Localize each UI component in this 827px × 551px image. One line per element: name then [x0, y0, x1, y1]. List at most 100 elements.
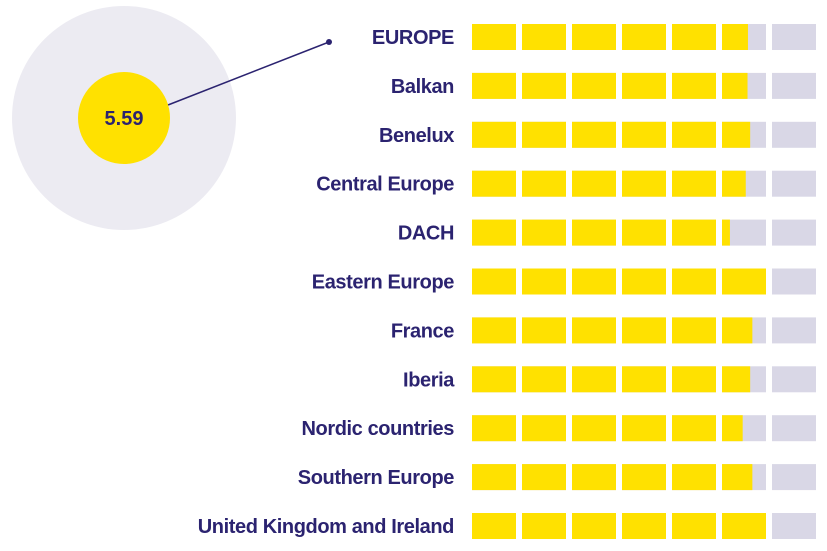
category-label: Balkan	[391, 76, 454, 98]
highlight-badge	[78, 72, 170, 164]
category-label: Central Europe	[316, 174, 454, 196]
segment-fill	[472, 464, 516, 491]
category-label: Southern Europe	[298, 467, 455, 489]
segment-fill	[522, 366, 566, 393]
segment-fill	[722, 464, 753, 491]
segment-fill	[572, 366, 616, 393]
segment-fill	[572, 464, 616, 491]
segment-track	[772, 219, 816, 246]
segment-fill	[622, 24, 666, 50]
segment-fill	[672, 72, 716, 99]
segment-fill	[672, 219, 716, 246]
category-label: France	[391, 320, 454, 342]
segment-track	[772, 121, 816, 148]
segment-fill	[522, 268, 566, 295]
segment-fill	[622, 219, 666, 246]
segment-track	[772, 415, 816, 442]
segment-fill	[472, 170, 516, 197]
segment-fill	[622, 170, 666, 197]
category-label: Eastern Europe	[312, 272, 454, 294]
segment-fill	[672, 513, 716, 539]
segment-fill	[572, 317, 616, 344]
segment-fill	[522, 24, 566, 50]
segment-fill	[472, 121, 516, 148]
segment-track	[772, 513, 816, 539]
segment-fill	[722, 317, 753, 344]
segment-fill	[472, 366, 516, 393]
segment-fill	[472, 317, 516, 344]
category-label: United Kingdom and Ireland	[198, 516, 454, 538]
segment-track	[772, 72, 816, 99]
bar-row: Benelux	[379, 121, 816, 148]
segment-fill	[722, 170, 746, 197]
segment-track	[772, 317, 816, 344]
segment-fill	[622, 121, 666, 148]
leader-dot	[326, 39, 332, 45]
segment-fill	[672, 464, 716, 491]
segment-fill	[622, 268, 666, 295]
highlight-value-label: 5.59	[105, 108, 144, 130]
segment-track	[772, 268, 816, 295]
bar-row: Eastern Europe	[312, 268, 816, 295]
bar-row: Central Europe	[316, 170, 816, 197]
segment-fill	[672, 317, 716, 344]
segment-fill	[522, 464, 566, 491]
segment-fill	[522, 170, 566, 197]
segment-fill	[722, 121, 751, 148]
segment-track	[772, 24, 816, 50]
segment-fill	[472, 219, 516, 246]
segment-fill	[572, 415, 616, 442]
bar-row: Nordic countries	[301, 415, 816, 442]
segment-track	[772, 170, 816, 197]
segment-fill	[622, 513, 666, 539]
segment-fill	[722, 72, 748, 99]
bar-row: EUROPE	[372, 24, 816, 50]
segment-fill	[672, 121, 716, 148]
segment-fill	[572, 121, 616, 148]
bar-row: Iberia	[403, 366, 816, 393]
segment-fill	[722, 513, 766, 539]
segment-fill	[472, 513, 516, 539]
segment-fill	[672, 170, 716, 197]
segment-track	[772, 366, 816, 393]
bar-row: DACH	[398, 219, 816, 246]
category-label: Iberia	[403, 369, 455, 391]
leader-line	[167, 41, 330, 106]
bar-row: Southern Europe	[298, 464, 816, 491]
segment-fill	[622, 464, 666, 491]
bar-row: United Kingdom and Ireland	[198, 513, 816, 539]
segment-fill	[522, 121, 566, 148]
segment-fill	[472, 24, 516, 50]
category-label: DACH	[398, 223, 454, 245]
segment-fill	[672, 24, 716, 50]
segment-fill	[622, 317, 666, 344]
segment-fill	[572, 72, 616, 99]
segment-fill	[472, 415, 516, 442]
segment-fill	[672, 415, 716, 442]
segment-fill	[472, 268, 516, 295]
category-label: EUROPE	[372, 27, 454, 49]
segment-fill	[572, 513, 616, 539]
segment-fill	[722, 219, 730, 246]
category-label: Nordic countries	[301, 418, 454, 440]
segment-fill	[622, 366, 666, 393]
segment-fill	[522, 72, 566, 99]
segment-fill	[472, 72, 516, 99]
segment-fill	[722, 415, 743, 442]
segment-fill	[722, 366, 751, 393]
segment-fill	[622, 72, 666, 99]
segment-fill	[522, 415, 566, 442]
bar-row: Balkan	[391, 72, 816, 99]
segment-track	[772, 464, 816, 491]
segment-fill	[722, 268, 766, 295]
category-label: Benelux	[379, 125, 454, 147]
segment-fill	[522, 219, 566, 246]
segment-fill	[722, 24, 748, 50]
segment-fill	[672, 366, 716, 393]
segment-fill	[622, 415, 666, 442]
bar-row: France	[391, 317, 816, 344]
segment-fill	[522, 317, 566, 344]
segment-fill	[572, 219, 616, 246]
